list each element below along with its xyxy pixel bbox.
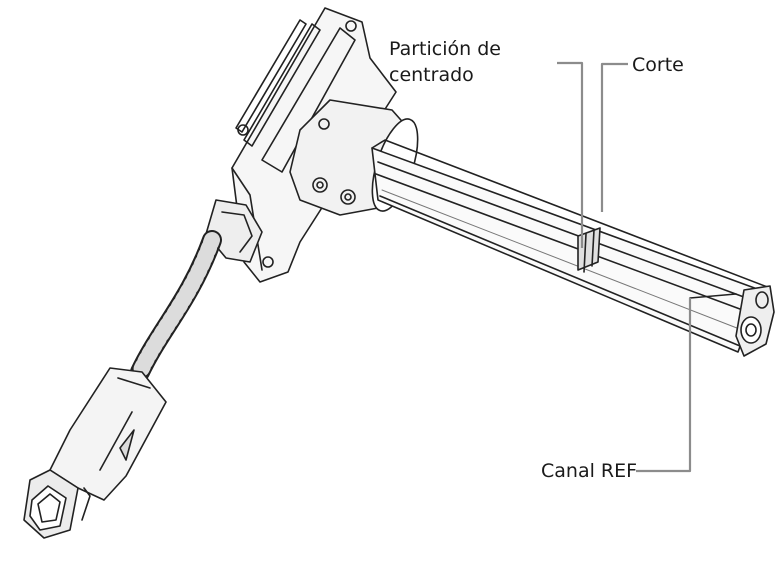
leader-particion bbox=[557, 61, 584, 248]
label-particion-de-centrado: Partición de centrado bbox=[389, 36, 501, 88]
sensor-tube bbox=[371, 139, 771, 353]
label-particion-line1: Partición de bbox=[389, 38, 501, 60]
label-particion-line2: centrado bbox=[389, 64, 474, 86]
leader-lines bbox=[557, 61, 692, 473]
flexible-conduit bbox=[130, 230, 222, 382]
tube-end-cap bbox=[689, 285, 775, 357]
connector bbox=[23, 367, 167, 539]
leader-canal bbox=[636, 298, 692, 473]
label-corte: Corte bbox=[632, 54, 684, 76]
leader-corte bbox=[600, 62, 628, 212]
label-canal-ref: Canal REF bbox=[541, 460, 638, 482]
